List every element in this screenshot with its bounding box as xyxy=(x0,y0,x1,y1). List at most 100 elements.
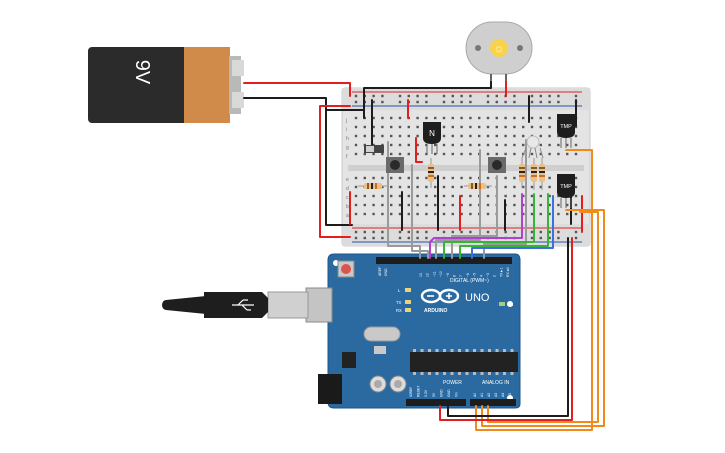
breadboard-hole[interactable] xyxy=(451,143,454,147)
breadboard-hole[interactable] xyxy=(469,194,472,198)
breadboard-hole[interactable] xyxy=(434,176,437,180)
breadboard-hole[interactable] xyxy=(407,194,410,198)
rail-hole[interactable] xyxy=(469,230,472,234)
breadboard-hole[interactable] xyxy=(372,176,375,180)
breadboard-hole[interactable] xyxy=(478,116,481,120)
breadboard-hole[interactable] xyxy=(574,143,578,147)
breadboard-hole[interactable] xyxy=(574,134,578,138)
breadboard-hole[interactable] xyxy=(530,185,534,189)
rail-hole[interactable] xyxy=(425,236,428,240)
rail-hole[interactable] xyxy=(530,236,534,240)
breadboard-hole[interactable] xyxy=(504,152,507,156)
breadboard-hole[interactable] xyxy=(486,125,490,129)
rail-hole[interactable] xyxy=(539,236,542,240)
breadboard-hole[interactable] xyxy=(372,134,375,138)
breadboard-hole[interactable] xyxy=(548,185,551,189)
breadboard-hole[interactable] xyxy=(574,194,578,198)
breadboard-hole[interactable] xyxy=(407,143,410,147)
breadboard-hole[interactable] xyxy=(442,212,446,216)
breadboard-hole[interactable] xyxy=(451,203,454,207)
battery-terminal-negative[interactable] xyxy=(232,92,244,108)
breadboard-hole[interactable] xyxy=(574,203,578,207)
breadboard-hole[interactable] xyxy=(425,203,428,207)
breadboard-hole[interactable] xyxy=(354,176,358,180)
rail-hole[interactable] xyxy=(574,94,578,98)
breadboard-hole[interactable] xyxy=(398,152,402,156)
rail-hole[interactable] xyxy=(557,230,560,234)
breadboard-hole[interactable] xyxy=(390,194,393,198)
breadboard-hole[interactable] xyxy=(539,212,542,216)
rail-hole[interactable] xyxy=(425,94,428,98)
breadboard-hole[interactable] xyxy=(416,203,419,207)
breadboard-hole[interactable] xyxy=(381,212,384,216)
breadboard-hole[interactable] xyxy=(372,116,375,120)
breadboard-hole[interactable] xyxy=(363,203,366,207)
breadboard-hole[interactable] xyxy=(407,125,410,129)
resistor[interactable] xyxy=(464,183,492,189)
breadboard-hole[interactable] xyxy=(486,203,490,207)
breadboard-hole[interactable] xyxy=(398,212,402,216)
breadboard-hole[interactable] xyxy=(434,116,437,120)
breadboard-hole[interactable] xyxy=(469,143,472,147)
rail-hole[interactable] xyxy=(460,94,463,98)
breadboard-hole[interactable] xyxy=(530,116,534,120)
breadboard-hole[interactable] xyxy=(495,152,498,156)
breadboard-hole[interactable] xyxy=(504,194,507,198)
breadboard-hole[interactable] xyxy=(398,194,402,198)
wire-power-gnd[interactable] xyxy=(447,237,569,417)
rail-hole[interactable] xyxy=(495,100,498,104)
breadboard-hole[interactable] xyxy=(390,212,393,216)
rail-hole[interactable] xyxy=(548,100,551,104)
usb-cable[interactable] xyxy=(162,291,309,319)
breadboard-hole[interactable] xyxy=(566,143,569,147)
wire-motor-a[interactable] xyxy=(363,81,492,119)
wire-gray-signal[interactable] xyxy=(483,139,527,259)
rail-hole[interactable] xyxy=(381,230,384,234)
breadboard-hole[interactable] xyxy=(390,125,393,129)
breadboard-hole[interactable] xyxy=(486,185,490,189)
breadboard-hole[interactable] xyxy=(354,134,358,138)
breadboard-hole[interactable] xyxy=(548,194,551,198)
rail-hole[interactable] xyxy=(486,230,490,234)
wire-battery-negative[interactable] xyxy=(243,97,327,111)
breadboard-hole[interactable] xyxy=(398,176,402,180)
breadboard-hole[interactable] xyxy=(557,212,560,216)
breadboard-hole[interactable] xyxy=(469,125,472,129)
breadboard-hole[interactable] xyxy=(442,143,446,147)
breadboard-hole[interactable] xyxy=(539,143,542,147)
rail-hole[interactable] xyxy=(539,230,542,234)
breadboard-hole[interactable] xyxy=(425,176,428,180)
breadboard-hole[interactable] xyxy=(381,134,384,138)
breadboard-hole[interactable] xyxy=(407,176,410,180)
breadboard-hole[interactable] xyxy=(495,134,498,138)
breadboard-hole[interactable] xyxy=(425,152,428,156)
rail-hole[interactable] xyxy=(398,94,402,98)
breadboard-hole[interactable] xyxy=(381,185,384,189)
breadboard-hole[interactable] xyxy=(354,203,358,207)
rail-hole[interactable] xyxy=(372,100,375,104)
breadboard-hole[interactable] xyxy=(425,116,428,120)
breadboard-hole[interactable] xyxy=(398,203,402,207)
breadboard-hole[interactable] xyxy=(381,116,384,120)
breadboard-hole[interactable] xyxy=(451,125,454,129)
breadboard-hole[interactable] xyxy=(513,143,516,147)
breadboard-hole[interactable] xyxy=(486,194,490,198)
breadboard-hole[interactable] xyxy=(469,116,472,120)
npn-transistor[interactable]: N xyxy=(423,122,441,154)
breadboard-hole[interactable] xyxy=(513,212,516,216)
breadboard-hole[interactable] xyxy=(513,125,516,129)
rail-hole[interactable] xyxy=(504,230,507,234)
wire-green-signal[interactable] xyxy=(443,193,535,259)
breadboard-hole[interactable] xyxy=(460,185,463,189)
breadboard-hole[interactable] xyxy=(354,116,358,120)
breadboard-hole[interactable] xyxy=(557,152,560,156)
breadboard-hole[interactable] xyxy=(513,185,516,189)
breadboard-hole[interactable] xyxy=(354,194,358,198)
breadboard-hole[interactable] xyxy=(354,212,358,216)
breadboard-hole[interactable] xyxy=(548,176,551,180)
rail-hole[interactable] xyxy=(398,100,402,104)
breadboard-hole[interactable] xyxy=(522,212,525,216)
rail-hole[interactable] xyxy=(425,100,428,104)
rail-hole[interactable] xyxy=(398,236,402,240)
wire-jumper[interactable] xyxy=(415,137,423,163)
